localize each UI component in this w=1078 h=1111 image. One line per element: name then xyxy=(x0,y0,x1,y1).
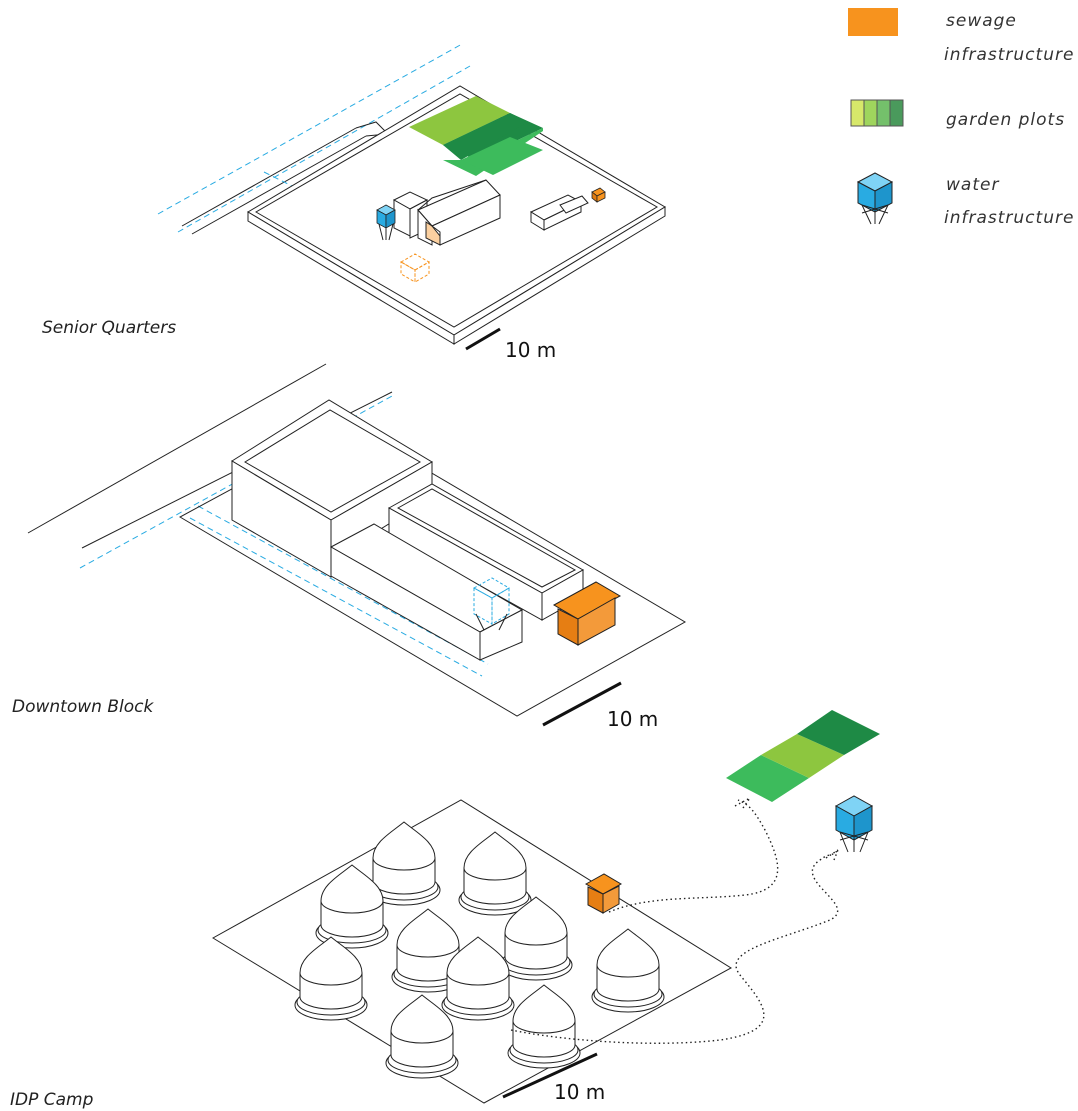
tent xyxy=(391,908,465,993)
downtown-panel-title: Downtown Block xyxy=(12,697,154,717)
downtown-block-panel: 10 m Downtown Block xyxy=(12,363,687,731)
senior-scale-label: 10 m xyxy=(505,338,556,362)
idp-camp-panel: 10 m IDP Camp xyxy=(10,710,880,1110)
tent xyxy=(458,831,532,916)
idp-tents xyxy=(294,821,665,1079)
idp-sewage-building xyxy=(584,873,623,914)
water-tower-icon xyxy=(856,172,894,225)
idp-water-tower-icon xyxy=(834,795,874,853)
garden-swatch xyxy=(850,99,904,127)
senior-main-building xyxy=(392,179,501,246)
legend-sewage-line2: infrastructure xyxy=(944,45,1074,65)
senior-garden-plots xyxy=(409,96,543,176)
senior-panel-title: Senior Quarters xyxy=(42,318,176,338)
tent xyxy=(385,994,459,1079)
sewage-swatch xyxy=(848,8,898,36)
downtown-water-tower-icon xyxy=(472,577,510,631)
senior-water-tower-icon xyxy=(376,204,396,241)
idp-garden-plots xyxy=(726,710,880,802)
downtown-sewage-building xyxy=(552,581,622,646)
tent xyxy=(367,821,441,906)
downtown-long-building xyxy=(387,483,585,621)
legend-water-line1: water xyxy=(946,175,999,195)
downtown-tall-building xyxy=(231,399,433,578)
senior-quarters-panel: 10 m Senior Quarters xyxy=(42,43,666,362)
legend-sewage-line1: sewage xyxy=(946,11,1017,31)
senior-small-building xyxy=(529,187,606,231)
senior-sewage-tank xyxy=(399,253,431,283)
tent xyxy=(591,928,665,1013)
idp-scale-label: 10 m xyxy=(554,1080,605,1104)
tent xyxy=(441,936,515,1021)
tent xyxy=(294,936,368,1021)
idp-panel-title: IDP Camp xyxy=(10,1090,94,1110)
downtown-scale-label: 10 m xyxy=(607,707,658,731)
legend: sewage infrastructure garden plots water… xyxy=(848,8,1074,228)
tent xyxy=(507,984,581,1069)
tent xyxy=(499,896,573,981)
legend-water-line2: infrastructure xyxy=(944,208,1074,228)
legend-garden-label: garden plots xyxy=(946,110,1065,130)
